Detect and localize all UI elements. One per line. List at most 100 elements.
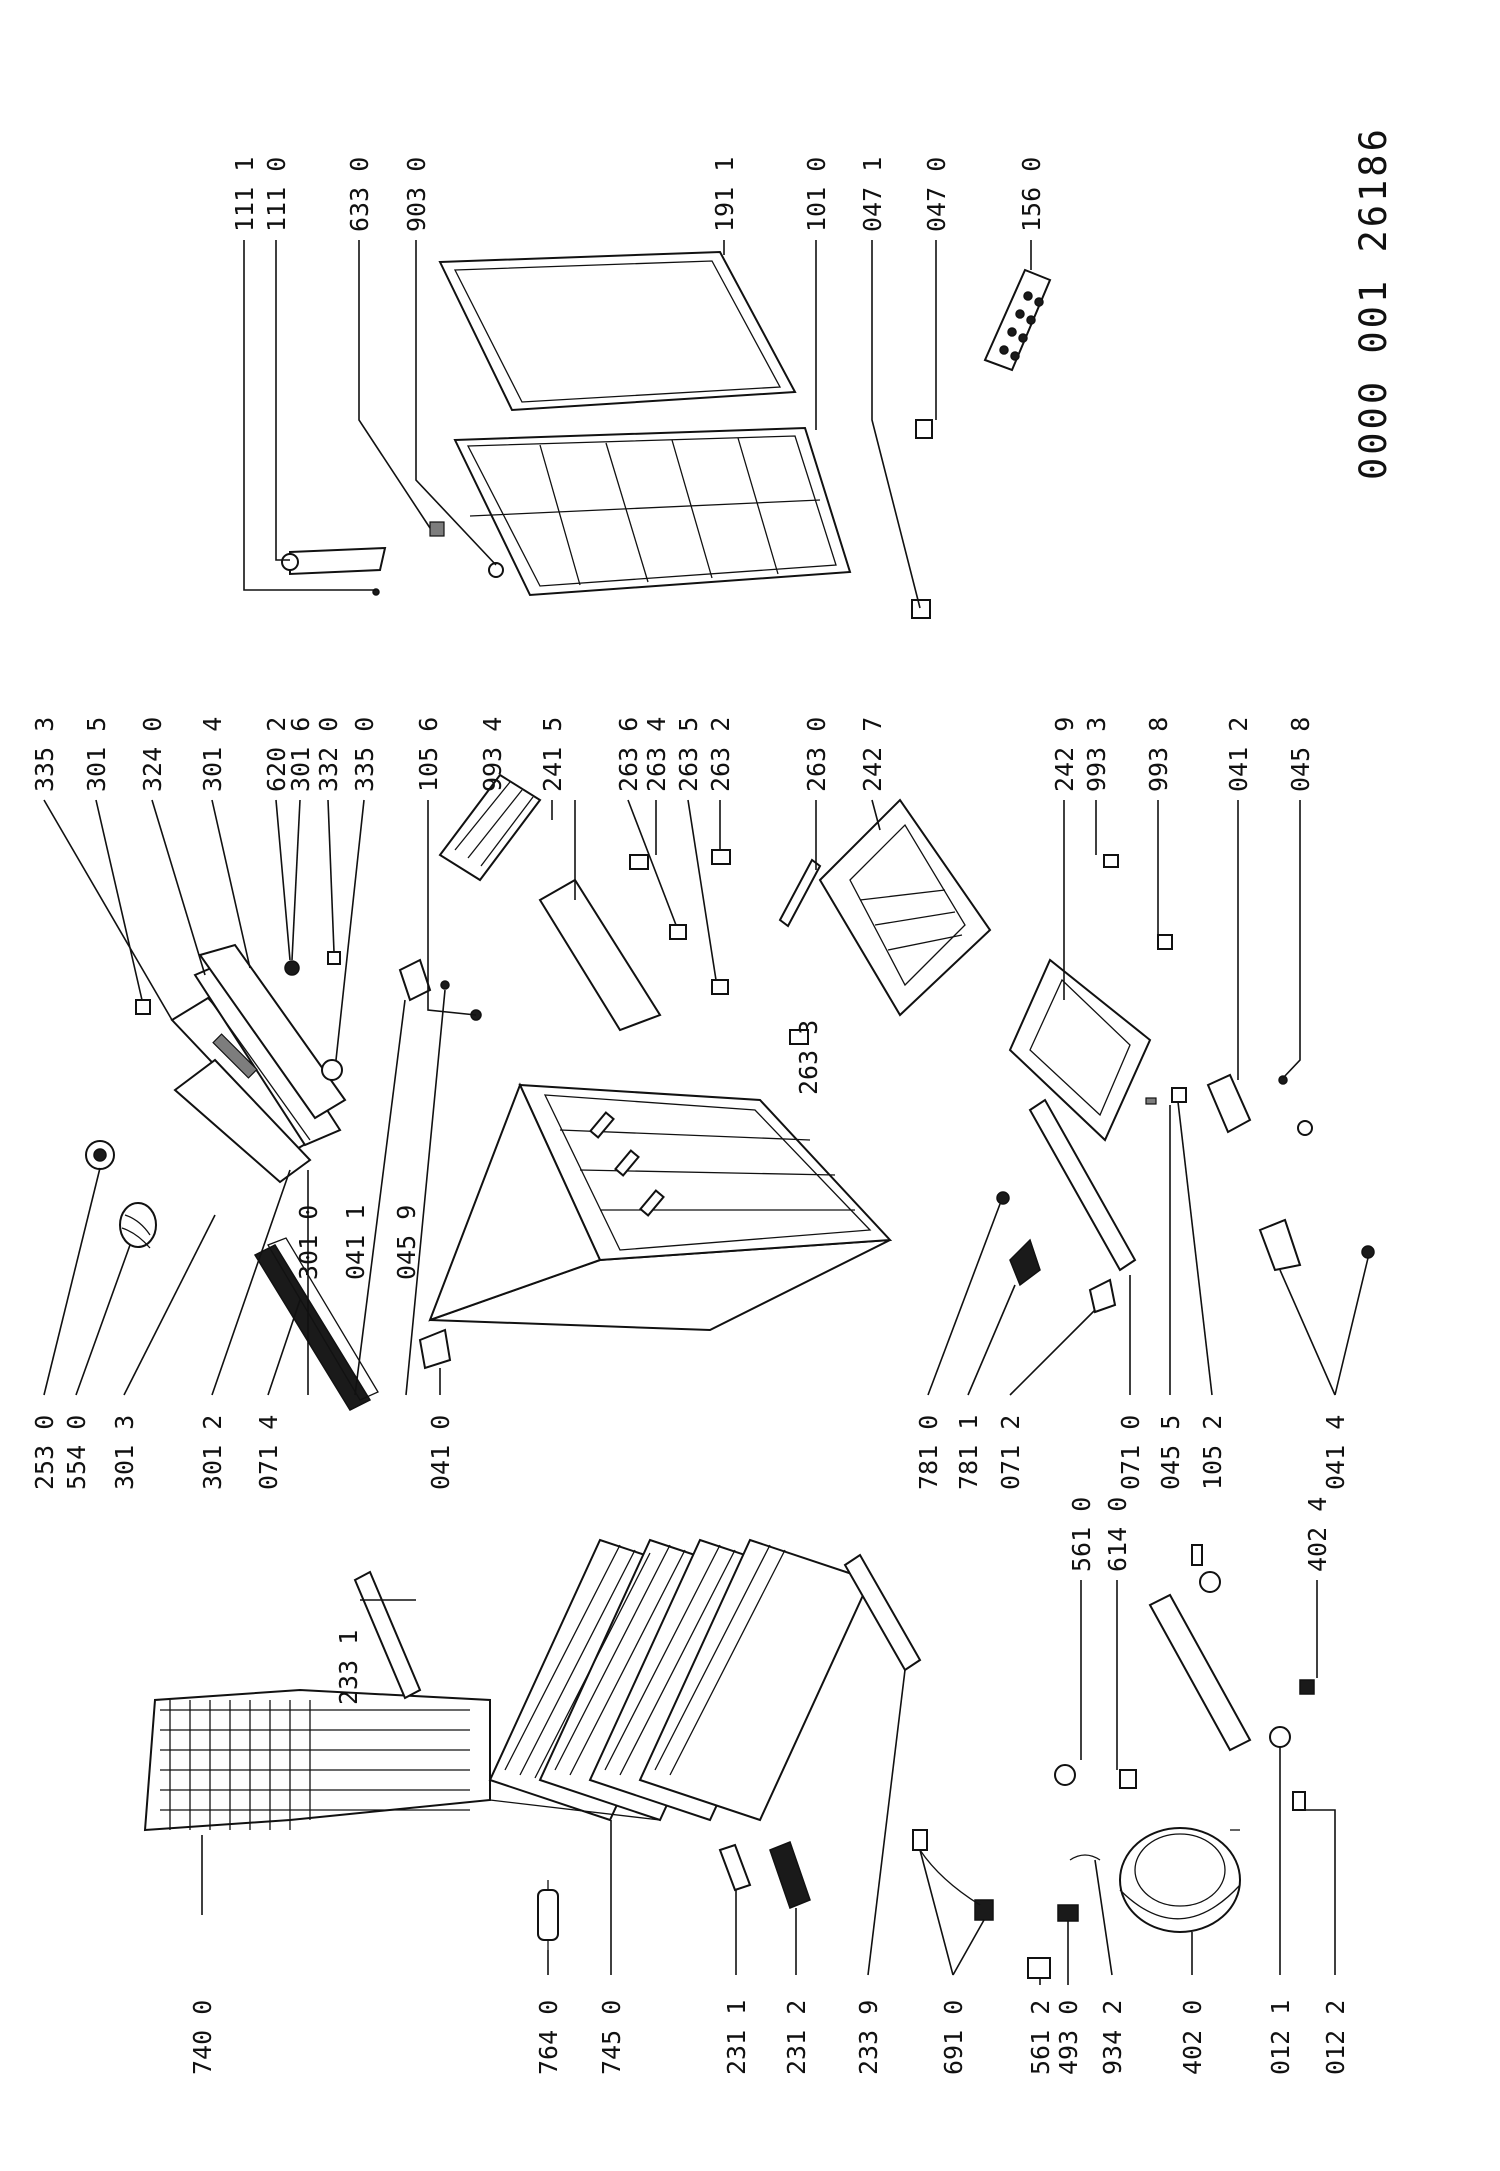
callout-620-2: 620 2 xyxy=(262,717,291,792)
part-041-0 xyxy=(418,1328,452,1370)
callout-764-0: 764 0 xyxy=(534,2000,563,2075)
callout-402-0: 402 0 xyxy=(1178,2000,1207,2075)
compressor-bracket-part xyxy=(1148,1593,1252,1752)
cabinet-part xyxy=(428,1082,893,1332)
front-strip-part xyxy=(253,1237,379,1411)
callout-101-0: 101 0 xyxy=(802,157,831,232)
door-hinge-part xyxy=(281,546,387,596)
callout-263-0: 263 0 xyxy=(802,717,831,792)
shelf-bar-part xyxy=(538,878,662,1032)
part-012-1 xyxy=(1269,1726,1291,1748)
callout-242-9: 242 9 xyxy=(1050,717,1079,792)
callout-111-1: 111 1 xyxy=(230,157,259,232)
callout-105-6: 105 6 xyxy=(414,717,443,792)
part-781-1 xyxy=(1009,1238,1041,1287)
callout-493-0: 493 0 xyxy=(1054,2000,1083,2075)
part-561-0 xyxy=(1054,1764,1076,1786)
callout-105-2: 105 2 xyxy=(1198,1415,1227,1490)
callout-993-4: 993 4 xyxy=(478,717,507,792)
callout-554-0: 554 0 xyxy=(62,1415,91,1490)
part-335-3 xyxy=(135,999,151,1015)
part-561-2 xyxy=(1027,1957,1051,1979)
part-903-0 xyxy=(488,562,504,578)
part-263-5 xyxy=(711,979,729,995)
part-402-4 xyxy=(1299,1679,1315,1695)
callout-301-5: 301 5 xyxy=(82,717,111,792)
callout-740-0: 740 0 xyxy=(188,2000,217,2075)
part-105-2 xyxy=(1171,1087,1187,1103)
part-041-2 xyxy=(1206,1073,1252,1134)
ice-cube-tray-part xyxy=(983,268,1052,372)
callout-231-2: 231 2 xyxy=(782,2000,811,2075)
callout-071-2: 071 2 xyxy=(996,1415,1025,1490)
part-781-0 xyxy=(996,1191,1010,1205)
part-263-4 xyxy=(629,854,649,870)
callout-335-3: 335 3 xyxy=(30,717,59,792)
callout-045-9: 045 9 xyxy=(392,1205,421,1280)
grid-shelf-part xyxy=(438,773,542,882)
callout-993-8: 993 8 xyxy=(1144,717,1173,792)
part-045-5 xyxy=(1145,1097,1157,1105)
callout-047-0: 047 0 xyxy=(922,157,951,232)
part-041-1 xyxy=(398,958,432,1002)
callout-332-0: 332 0 xyxy=(314,717,343,792)
callout-263-2: 263 2 xyxy=(706,717,735,792)
callout-labels: 111 1 111 0 633 0 903 0 191 1 101 0 047 … xyxy=(30,157,1350,2075)
part-233-9 xyxy=(843,1553,922,1672)
part-041-4c xyxy=(1361,1245,1375,1259)
evaporator-shelves-part xyxy=(488,1538,872,1822)
callout-071-0: 071 0 xyxy=(1116,1415,1145,1490)
part-301-6 xyxy=(284,960,300,976)
part-993-3 xyxy=(1103,854,1119,868)
part-263-0 xyxy=(778,858,822,928)
callout-156-0: 156 0 xyxy=(1017,157,1046,232)
callout-781-1: 781 1 xyxy=(954,1415,983,1490)
callout-691-0: 691 0 xyxy=(939,2000,968,2075)
part-335-0 xyxy=(321,1059,343,1081)
callout-301-2: 301 2 xyxy=(198,1415,227,1490)
callout-041-4: 041 4 xyxy=(1321,1415,1350,1490)
callout-047-1: 047 1 xyxy=(858,157,887,232)
thermostat-part xyxy=(85,1140,157,1249)
part-231-2 xyxy=(769,1841,811,1909)
callout-561-0: 561 0 xyxy=(1067,1497,1096,1572)
callout-111-0: 111 0 xyxy=(262,157,291,232)
part-041-4 xyxy=(1258,1218,1302,1272)
part-993-8 xyxy=(1157,934,1173,950)
callout-231-1: 231 1 xyxy=(722,2000,751,2075)
callout-301-0: 301 0 xyxy=(294,1205,323,1280)
callout-233-1: 233 1 xyxy=(334,1630,363,1705)
callout-012-2: 012 2 xyxy=(1321,2000,1350,2075)
callout-041-1: 041 1 xyxy=(341,1205,370,1280)
callout-402-4: 402 4 xyxy=(1303,1497,1332,1572)
part-047-1 xyxy=(911,599,931,619)
part-402-4b xyxy=(1199,1571,1221,1593)
part-041-4b xyxy=(1297,1120,1313,1136)
part-012-2 xyxy=(1292,1791,1306,1811)
callout-633-0: 633 0 xyxy=(345,157,374,232)
drawer-bottom-part xyxy=(1008,958,1152,1142)
callout-045-5: 045 5 xyxy=(1156,1415,1185,1490)
part-047-0 xyxy=(915,419,933,439)
callout-041-2: 041 2 xyxy=(1224,717,1253,792)
document-number: 0000 001 26186 xyxy=(1352,126,1395,480)
parts-artwork xyxy=(85,250,1375,1979)
callout-233-9: 233 9 xyxy=(854,2000,883,2075)
callout-301-4: 301 4 xyxy=(198,717,227,792)
drier-part xyxy=(537,1880,559,1950)
part-614-0 xyxy=(1119,1769,1137,1789)
callout-561-2: 561 2 xyxy=(1026,2000,1055,2075)
callout-614-0: 614 0 xyxy=(1103,1497,1132,1572)
callout-242-7: 242 7 xyxy=(858,717,887,792)
callout-301-6: 301 6 xyxy=(286,717,315,792)
callout-903-0: 903 0 xyxy=(402,157,431,232)
callout-012-1: 012 1 xyxy=(1266,2000,1295,2075)
door-gasket-part xyxy=(438,250,797,412)
callout-745-0: 745 0 xyxy=(597,2000,626,2075)
part-231-1 xyxy=(718,1843,752,1892)
callout-335-0: 335 0 xyxy=(350,717,379,792)
callout-263-6: 263 6 xyxy=(614,717,643,792)
callout-781-0: 781 0 xyxy=(914,1415,943,1490)
door-part xyxy=(453,426,852,597)
